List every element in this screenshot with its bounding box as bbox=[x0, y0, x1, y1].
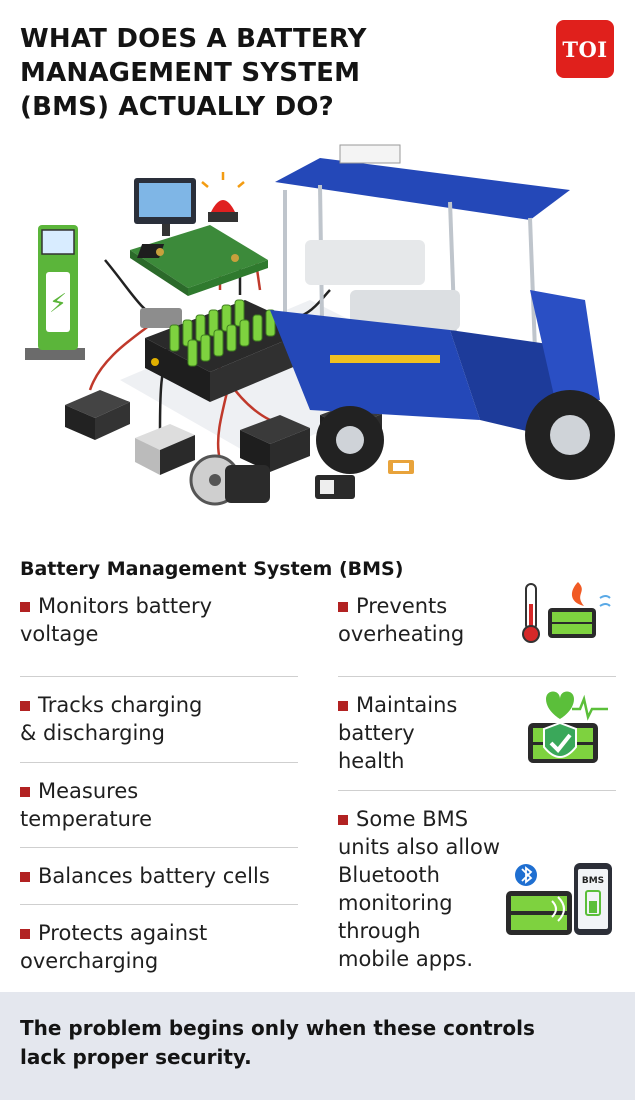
bullet-icon bbox=[338, 815, 348, 825]
item-text: Maintains battery health bbox=[338, 693, 458, 773]
bullet-icon bbox=[20, 787, 30, 797]
inverter-icon bbox=[135, 424, 195, 475]
bullet-icon bbox=[20, 929, 30, 939]
battery-health-shield-icon bbox=[528, 691, 608, 763]
item-text: Prevents overheating bbox=[338, 594, 465, 646]
section-title: Battery Management System (BMS) bbox=[20, 558, 404, 580]
charging-station-icon: ⚡ bbox=[25, 225, 85, 360]
controller-box-icon bbox=[65, 390, 130, 440]
list-item-prevents-overheating: Prevents overheating bbox=[338, 582, 616, 677]
motor-icon bbox=[225, 465, 270, 503]
item-text: Monitors battery voltage bbox=[20, 594, 213, 646]
battery-pack-icon bbox=[145, 299, 310, 402]
footer-text: The problem begins only when these contr… bbox=[20, 1016, 535, 1069]
bms-illustration: ⚡ bbox=[25, 144, 615, 506]
item-text: Some BMS units also allow Bluetooth moni… bbox=[338, 807, 501, 971]
list-item-bluetooth-monitoring: Some BMS units also allow Bluetooth moni… bbox=[338, 791, 616, 971]
bullet-icon bbox=[20, 701, 30, 711]
charger-bolt-icon: ⚡ bbox=[49, 289, 67, 319]
bullet-icon bbox=[20, 602, 30, 612]
overheating-battery-icon bbox=[522, 582, 611, 643]
item-text: Tracks charging & discharging bbox=[20, 693, 203, 745]
controller-unit-icon bbox=[240, 415, 310, 472]
left-feature-list: Monitors battery voltage Tracks charging… bbox=[20, 592, 298, 985]
page-title: WHAT DOES A BATTERY MANAGEMENT SYSTEM (B… bbox=[20, 24, 367, 122]
list-item-tracks-charging: Tracks charging & discharging bbox=[20, 677, 298, 763]
list-item-protects-overcharging: Protects against overcharging bbox=[20, 905, 298, 985]
footer-banner: The problem begins only when these contr… bbox=[0, 992, 635, 1100]
e-rickshaw-icon bbox=[270, 144, 615, 480]
list-item-measures-temperature: Measures temperature bbox=[20, 763, 298, 848]
small-battery-icon bbox=[315, 475, 355, 499]
bullet-icon bbox=[338, 701, 348, 711]
bullet-icon bbox=[20, 872, 30, 882]
list-item-monitors-voltage: Monitors battery voltage bbox=[20, 592, 298, 677]
bms-badge: BMS bbox=[582, 876, 604, 886]
item-text: Balances battery cells bbox=[38, 864, 270, 888]
item-text: Measures temperature bbox=[20, 779, 152, 831]
fuse-icon bbox=[388, 460, 414, 474]
alarm-beacon-icon bbox=[201, 172, 245, 222]
connector-icon bbox=[140, 308, 182, 328]
list-item-maintains-health: Maintains battery health bbox=[338, 677, 616, 791]
bluetooth-bms-app-icon: BMS bbox=[506, 863, 612, 935]
list-item-balances-cells: Balances battery cells bbox=[20, 848, 298, 905]
control-board-icon bbox=[130, 225, 268, 296]
item-text: Protects against overcharging bbox=[20, 921, 208, 973]
bullet-icon bbox=[338, 602, 348, 612]
toi-logo: TOI bbox=[556, 20, 614, 78]
right-feature-list: Prevents overheating Maintains battery h… bbox=[338, 582, 616, 971]
monitor-icon bbox=[134, 178, 196, 236]
